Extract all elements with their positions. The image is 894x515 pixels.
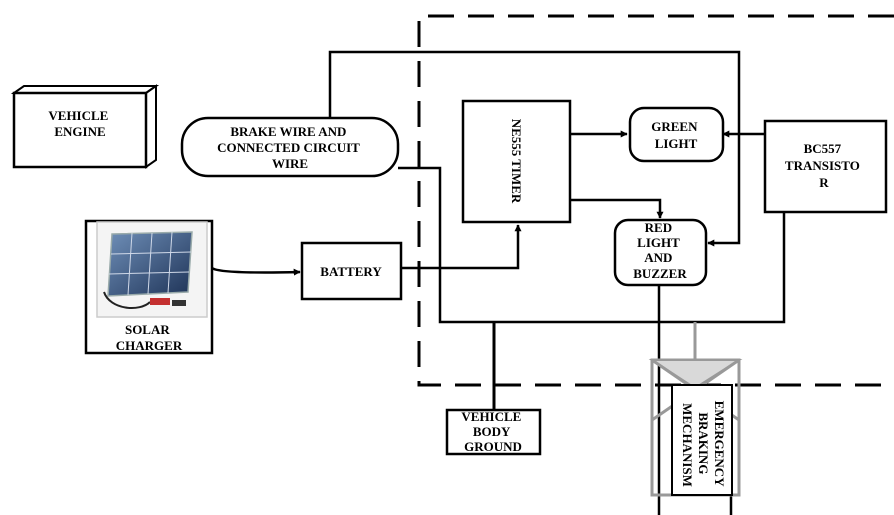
transistor-label-3: R bbox=[819, 175, 829, 190]
ground-label-3: GROUND bbox=[464, 439, 522, 454]
brake-wire-label-1: BRAKE WIRE AND bbox=[230, 124, 346, 139]
emergency-label-3: MECHANISM bbox=[680, 403, 695, 487]
vehicle-body-ground-block: VEHICLE BODY GROUND bbox=[445, 408, 542, 456]
controller-boundary bbox=[417, 14, 894, 387]
bc557-transistor-block: BC557 TRANSISTO R bbox=[763, 119, 888, 214]
wire-timer-to-red bbox=[570, 198, 664, 219]
green-light-label-1: GREEN bbox=[651, 119, 698, 134]
svg-text:RED LIGHT AND: RED LIGHT AND BUZZER bbox=[633, 220, 687, 281]
ground-label-2: BODY bbox=[473, 424, 511, 439]
red-light-label-2: LIGHT bbox=[637, 235, 680, 250]
svg-text:SOLAR CHARGER: SOLAR CHARGER bbox=[116, 322, 183, 353]
svg-text:NE555 TIMER: NE555 TIMER bbox=[509, 119, 524, 204]
ne555-timer-label: NE555 TIMER bbox=[509, 119, 524, 204]
wire-solar-to-battery bbox=[211, 266, 301, 276]
vehicle-engine-label-1: VEHICLE bbox=[48, 108, 108, 123]
wire-brake-to-red-top bbox=[328, 50, 741, 247]
svg-text:EMERGENCY BRAKING: EMERGENCY BRAKING MECHANISM bbox=[680, 401, 727, 490]
red-light-label-4: BUZZER bbox=[633, 266, 687, 281]
svg-text:VEHICLE BODY GROUN: VEHICLE BODY GROUND bbox=[461, 409, 524, 454]
svg-text:GREEN LIGHT: GREEN LIGHT bbox=[651, 119, 700, 151]
wire-battery-to-timer bbox=[401, 224, 522, 270]
battery-label: BATTERY bbox=[320, 264, 382, 279]
red-light-label-3: AND bbox=[644, 250, 672, 265]
red-light-buzzer-block: RED LIGHT AND BUZZER bbox=[613, 218, 708, 287]
svg-text:BATTERY: BATTERY bbox=[320, 264, 382, 279]
wire-brake-to-bus bbox=[398, 166, 786, 324]
brake-wire-label-2: CONNECTED CIRCUIT bbox=[217, 140, 360, 155]
svg-text:BC557 TRANSISTO R: BC557 TRANSISTO R bbox=[785, 141, 863, 190]
transistor-label-1: BC557 bbox=[804, 141, 842, 156]
ground-label-1: VEHICLE bbox=[461, 409, 521, 424]
solar-charger-block: SOLAR CHARGER bbox=[84, 219, 214, 355]
battery-block: BATTERY bbox=[300, 241, 403, 301]
brake-wire-block: BRAKE WIRE AND CONNECTED CIRCUIT WIRE bbox=[180, 116, 400, 178]
green-light-block: GREEN LIGHT bbox=[628, 106, 725, 163]
svg-text:BRAKE WIRE AND CONNECTED: BRAKE WIRE AND CONNECTED CIRCUIT WIRE bbox=[217, 124, 363, 171]
green-light-label-2: LIGHT bbox=[655, 136, 698, 151]
solar-panel-icon bbox=[103, 231, 193, 309]
red-light-label-1: RED bbox=[645, 220, 672, 235]
emergency-label-2: BRAKING bbox=[696, 412, 711, 474]
emergency-label-1: EMERGENCY bbox=[712, 401, 727, 488]
solar-charger-label-1: SOLAR bbox=[125, 322, 170, 337]
emergency-braking-block: EMERGENCY BRAKING MECHANISM bbox=[648, 322, 743, 497]
transistor-label-2: TRANSISTO bbox=[785, 158, 860, 173]
vehicle-engine-block: VEHICLE ENGINE bbox=[10, 84, 160, 169]
vehicle-engine-label-2: ENGINE bbox=[54, 124, 105, 139]
solar-charger-label-2: CHARGER bbox=[116, 338, 183, 353]
ne555-timer-block: NE555 TIMER bbox=[461, 99, 572, 224]
brake-wire-label-3: WIRE bbox=[272, 156, 308, 171]
svg-text:VEHICLE ENGINE: VEHICLE ENGINE bbox=[48, 108, 111, 139]
